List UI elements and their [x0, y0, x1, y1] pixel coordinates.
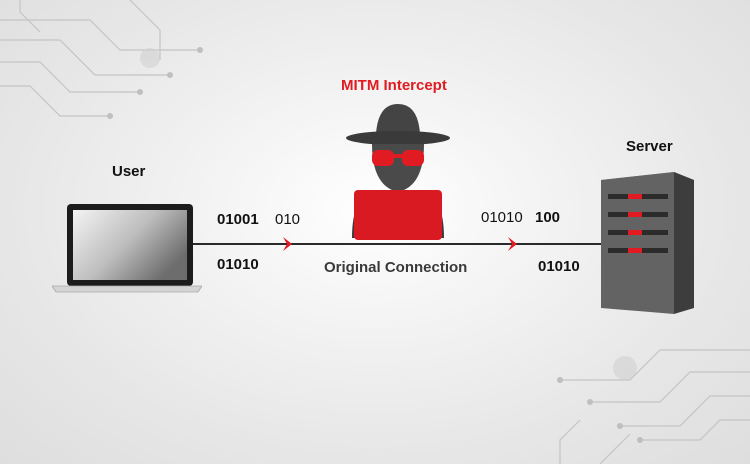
bits-left-top-b: 010 — [275, 211, 301, 228]
connection-label: Original Connection — [324, 259, 468, 276]
laptop-icon — [52, 204, 202, 293]
bits-left-bottom: 01010 — [217, 256, 259, 273]
bits-left-top-a: 01001 — [217, 211, 259, 228]
bits-right-bottom: 01010 — [538, 258, 580, 275]
connection-line — [192, 243, 602, 245]
chevron-right-icon — [283, 237, 292, 251]
chevron-right-icon — [508, 237, 517, 251]
bits-right-top-a: 01010 — [481, 209, 523, 226]
server-icon — [601, 172, 694, 314]
user-label: User — [112, 163, 146, 180]
server-label: Server — [626, 138, 673, 155]
bits-right-top-b: 100 — [535, 209, 561, 226]
diagram-title: MITM Intercept — [341, 77, 447, 94]
hacker-icon — [346, 104, 450, 240]
